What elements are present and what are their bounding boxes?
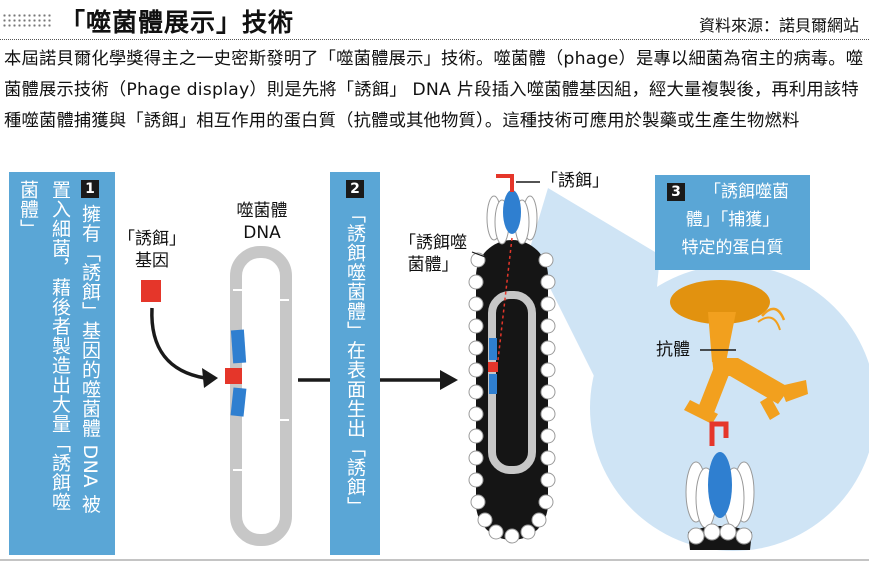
intro-paragraph: 本屆諾貝爾化學獎得主之一史密斯發明了「噬菌體展示」技術。噬菌體（phage）是專… — [4, 49, 864, 131]
bait-gene-block — [141, 280, 161, 302]
step-arrow-head — [440, 370, 458, 390]
source-credit: 資料來源：諾貝爾網站 — [698, 16, 859, 35]
step3-line-1: 「誘餌噬菌 — [704, 182, 789, 202]
insert-arrow-path — [150, 307, 206, 380]
step2-number: 2 — [346, 180, 364, 198]
dna-segment-upper — [230, 329, 247, 364]
bait-label: 「誘餌」 — [541, 171, 609, 191]
bait-gene-label-line1: 「誘餌」 — [118, 229, 186, 249]
bait-phage-label: 「誘餌噬 菌體」 — [394, 232, 472, 276]
step1-panel: 1 擁有「誘餌」基因的噬菌體 DNA 被 置入細菌，藉後者製造出大量「誘餌噬 菌… — [9, 172, 115, 555]
bait-phage-label-line2: 菌體」 — [407, 255, 459, 275]
insert-arrow-head — [202, 368, 218, 388]
step3-line-3: 特定的蛋白質 — [681, 238, 784, 258]
bait-gene-label: 「誘餌」 基因 — [118, 228, 186, 272]
antibody-label: 抗體 — [656, 340, 690, 360]
step1-text-col-b: 置入細菌，藉後者製造出大量「誘餌噬 — [49, 180, 71, 512]
step1-text-col-a: 擁有「誘餌」基因的噬菌體 DNA 被 — [79, 204, 101, 514]
step3-line-2: 體」「捕獲」 — [685, 210, 780, 230]
dna-segment-lower — [230, 387, 247, 417]
phage-dna-label-line2: DNA — [243, 223, 281, 243]
dots-ornament — [2, 13, 52, 27]
step2-text: 「誘餌噬菌體」在表面生出「誘餌」 — [344, 204, 366, 516]
step3-number: 3 — [667, 183, 685, 201]
zoom-bubble — [590, 265, 869, 551]
step3-callout: 3 「誘餌噬菌 體」「捕獲」 特定的蛋白質 — [655, 175, 810, 270]
divider — [0, 39, 869, 40]
header: 「噬菌體展示」技術 資料來源：諾貝爾網站 — [0, 0, 869, 40]
page-title: 「噬菌體展示」技術 — [60, 8, 295, 37]
bait-phage-label-line1: 「誘餌噬 — [399, 233, 467, 253]
step2-panel: 2 「誘餌噬菌體」在表面生出「誘餌」 — [330, 172, 380, 555]
phage-dna-label-line1: 噬菌體 — [236, 201, 288, 221]
phage-dna-label: 噬菌體 DNA — [222, 200, 302, 244]
bait-gene-label-line2: 基因 — [135, 251, 169, 271]
bait-phage — [468, 174, 556, 544]
inserted-bait-gene — [225, 368, 242, 384]
step1-number: 1 — [81, 180, 99, 198]
step1-text-col-c: 菌體」 — [17, 180, 39, 239]
capture-view — [670, 280, 808, 550]
